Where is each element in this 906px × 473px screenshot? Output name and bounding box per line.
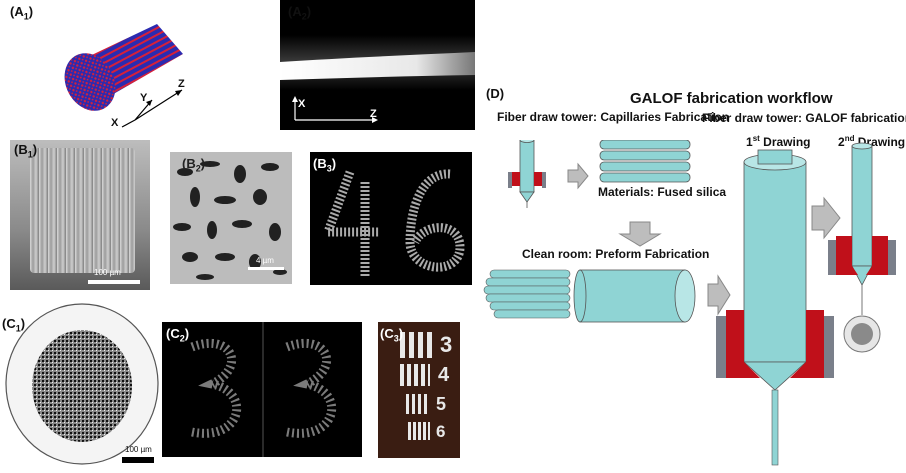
arrow-down bbox=[618, 221, 662, 247]
stage-capillaries-title: Fiber draw tower: Capillaries Fabricatio… bbox=[497, 110, 730, 124]
fiber-end-face bbox=[64, 53, 116, 111]
preform-cylinder bbox=[573, 269, 696, 323]
second-drawing-tower bbox=[828, 142, 896, 315]
fiber-3d-model bbox=[64, 24, 183, 111]
b2-scale-text: 4 µm bbox=[256, 256, 274, 265]
stage-galof-title: Fiber draw tower: GALOF fabrication bbox=[702, 111, 906, 125]
axes-icon bbox=[121, 89, 183, 128]
arrow-right-1 bbox=[567, 162, 589, 190]
axis-label-y: Y bbox=[140, 92, 148, 104]
workflow-diagram bbox=[483, 140, 896, 466]
first-drawing-tower bbox=[716, 149, 834, 466]
sem-fiber-side-image: 100 µm bbox=[10, 140, 150, 290]
panel-label-b3: (B3) bbox=[313, 156, 337, 174]
c1-scale-bar bbox=[122, 457, 154, 463]
axis-label-x: X bbox=[111, 117, 119, 129]
b1-scale-text: 100 µm bbox=[94, 268, 121, 277]
stage-preform-title: Clean room: Preform Fabrication bbox=[522, 247, 710, 261]
sem-porous-image: 4 µm bbox=[170, 152, 292, 284]
c1-scale-text: 100 µm bbox=[125, 445, 152, 454]
target-number-5: 5 bbox=[436, 394, 447, 414]
arrow-right-2 bbox=[707, 274, 731, 316]
fiber-cross-section-image: 100 µm bbox=[2, 300, 162, 468]
first-drawing-label: 1st Drawing bbox=[746, 134, 811, 149]
resolution-target-image: 3 4 5 6 bbox=[378, 322, 460, 458]
capillaries-stack bbox=[599, 140, 691, 183]
panel-label-c2: (C2) bbox=[166, 326, 190, 344]
panel-label-a2: (A2) bbox=[288, 4, 312, 22]
a2-axis-label-x: X bbox=[298, 98, 306, 110]
b2-scale-bar bbox=[248, 267, 284, 270]
transmitted-image-33 bbox=[162, 322, 362, 457]
arrow-right-3 bbox=[811, 196, 841, 240]
target-number-4: 4 bbox=[438, 364, 450, 386]
panel-label-b1: (B1) bbox=[14, 142, 38, 160]
materials-label: Materials: Fused silica bbox=[598, 185, 727, 199]
a2-axis-label-z: Z bbox=[370, 108, 377, 120]
target-number-6: 6 bbox=[436, 422, 446, 441]
axis-label-z: Z bbox=[178, 78, 185, 90]
panel-label-d: (D) bbox=[486, 86, 505, 101]
panel-label-c1: (C1) bbox=[2, 316, 26, 334]
panel-label-c3: (C3) bbox=[380, 326, 404, 344]
workflow-title: GALOF fabrication workflow bbox=[630, 90, 833, 107]
a2-axes-icon bbox=[292, 96, 378, 123]
beam-side-view bbox=[280, 0, 475, 130]
panel-label-b2: (B2) bbox=[182, 156, 206, 174]
beam-profile bbox=[280, 35, 475, 90]
panel-label-a1: (A1) bbox=[10, 4, 34, 22]
transmitted-image-46 bbox=[310, 152, 472, 285]
galof-cross-section-inset bbox=[843, 315, 881, 353]
capillary-draw-tower bbox=[508, 140, 546, 208]
target-number-3: 3 bbox=[440, 332, 453, 357]
capillary-bundle bbox=[483, 269, 571, 319]
b1-scale-bar bbox=[88, 280, 140, 284]
